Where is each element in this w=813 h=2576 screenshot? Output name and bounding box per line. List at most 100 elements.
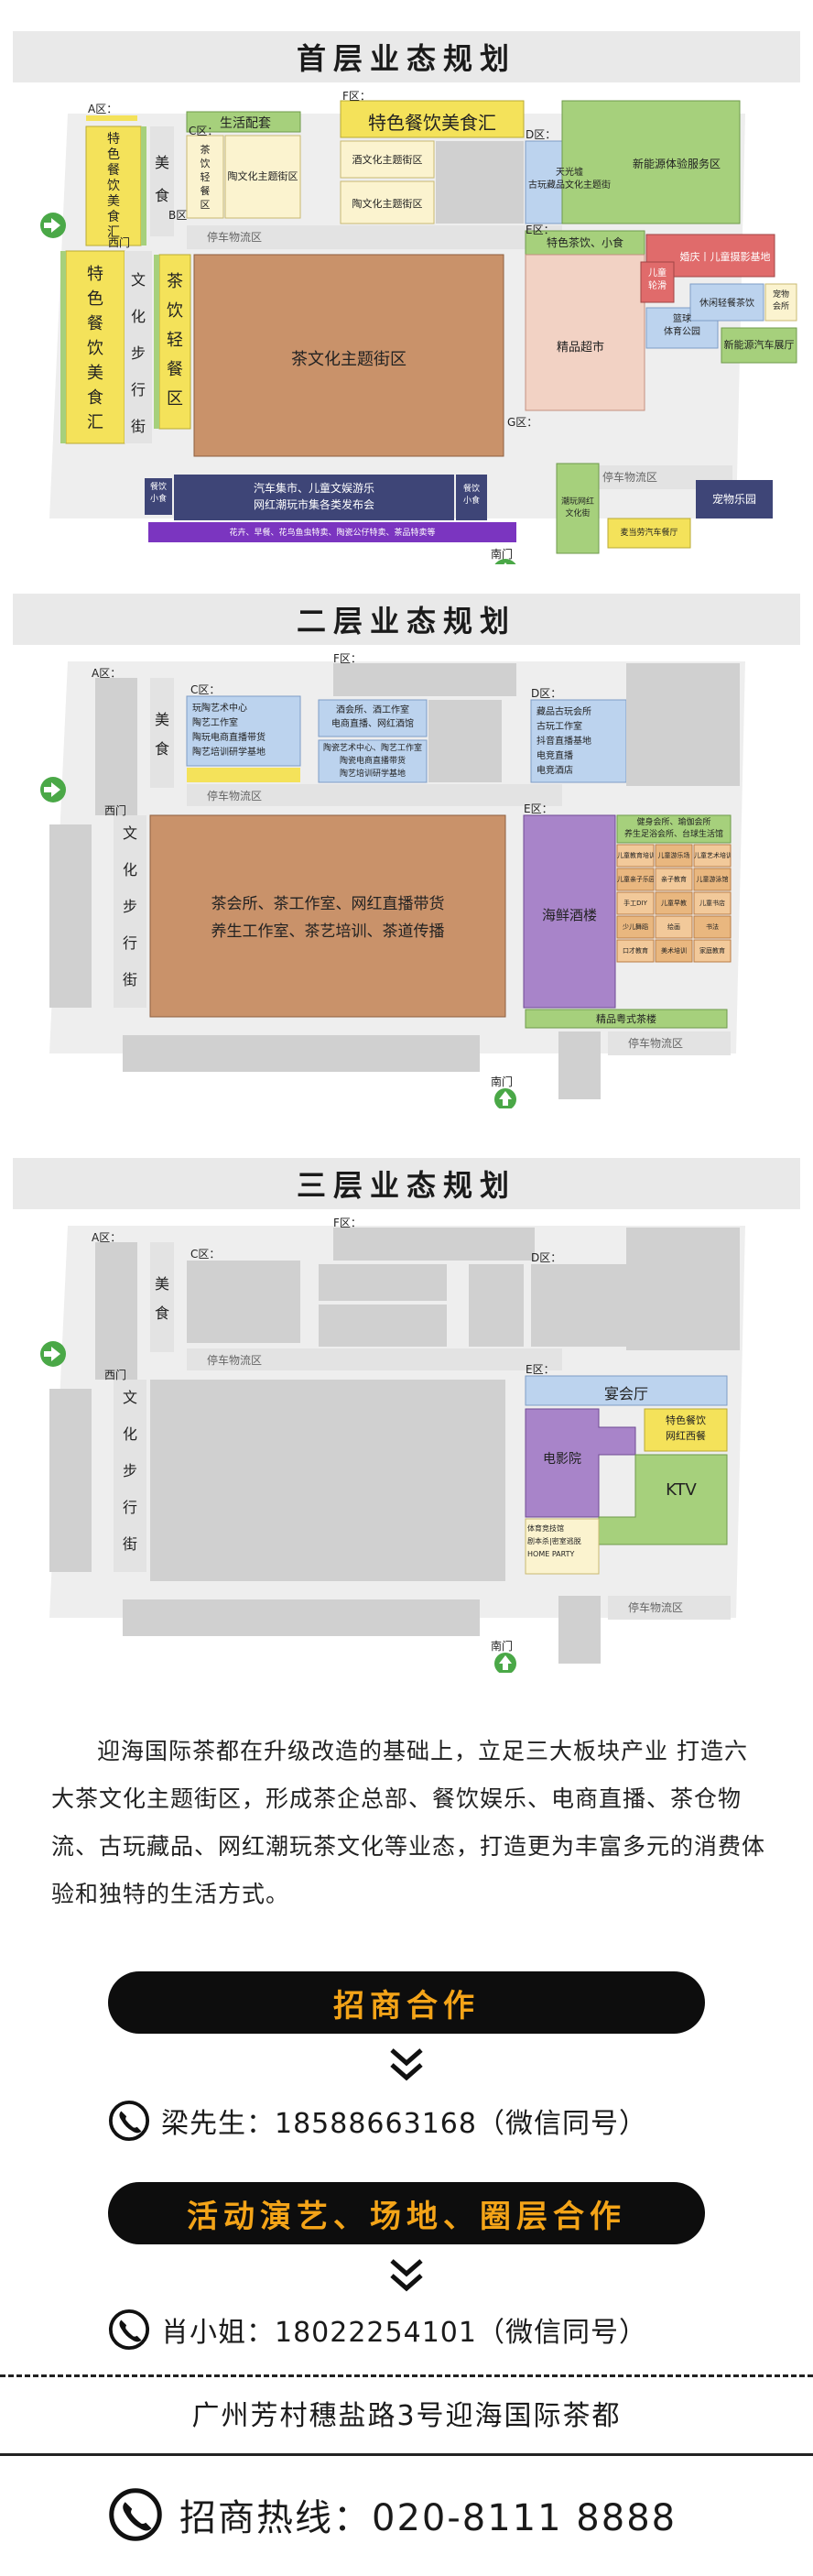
floor2-zone-a: A区：	[92, 667, 122, 680]
contact-1: 梁先生：18588663168（微信同号）	[108, 2098, 647, 2144]
f2c-1: 陶艺工作室	[192, 718, 238, 728]
cha-wenhua-block	[193, 254, 504, 457]
f2c-0: 玩陶艺术中心	[192, 704, 247, 714]
f2j-0: 健身会所、瑜伽会所	[636, 818, 711, 827]
f2-small-cell-label: 儿童书店	[699, 900, 725, 907]
chevron-down-icon	[390, 2048, 423, 2081]
f2fr-2: 陶艺培训研学基地	[339, 770, 406, 779]
f2wh-3: 行	[122, 934, 137, 952]
f3ty-2: HOME PARTY	[527, 1550, 575, 1558]
f2-a-bottom-building	[49, 824, 92, 1008]
wh-1: 化	[130, 308, 146, 325]
acb-4: 美	[87, 364, 103, 383]
wh-0: 文	[130, 271, 146, 289]
f2-parking-north-label: 停车物流区	[207, 790, 263, 802]
ertong-lunhua-block	[640, 261, 675, 303]
cc-0: 茶	[200, 144, 211, 156]
intro-paragraph: 迎海国际茶都在升级改造的基础上，立足三大板块产业 打造六大茶文化主题街区，形成茶…	[51, 1738, 766, 1907]
floor2-west-gate-label: 西门	[104, 804, 127, 817]
f2-small-cell-label: 亲子教育	[661, 876, 687, 883]
f2-small-cell-label: 美术培训	[661, 947, 687, 955]
f3wh-0: 文	[122, 1389, 137, 1406]
f3-g-building	[558, 1596, 601, 1664]
a-green-edge-top	[141, 126, 146, 246]
f2-south-gate-arrow-glyph	[499, 1091, 512, 1106]
cxr-line-2: 小食	[462, 497, 480, 506]
f3-dianying-label: 电影院	[543, 1452, 581, 1467]
a-canyin-bottom-label: 特 色 餐 饮 美 食 汇	[66, 262, 125, 435]
floor3-south-gate-label: 南门	[491, 1640, 514, 1653]
f2-parking-north	[187, 784, 562, 806]
f3-ne-building	[626, 1228, 740, 1350]
floor3-zone-a: A区：	[92, 1231, 122, 1244]
qiche-jishi-label: 汽车集市、儿童文娱游乐 网红潮玩市集各类发布会	[174, 480, 454, 513]
canyin-xiaoshi-left-label: 餐饮 小食	[145, 482, 172, 506]
floor2-zone-f: F区：	[333, 652, 362, 665]
f3-yanhui-label: 宴会厅	[603, 1385, 648, 1403]
f2-a-top-building	[95, 678, 137, 815]
f3tc-0: 特色餐饮	[666, 1414, 706, 1426]
solid-divider	[0, 2453, 813, 2456]
f3-west-gate-arrow-glyph	[44, 1347, 60, 1361]
f3ms-0: 美	[154, 1275, 169, 1293]
f3-a-bottom-building	[49, 1389, 92, 1572]
cc-4: 区	[200, 199, 211, 211]
dashed-divider	[0, 2374, 813, 2377]
f2-small-cell	[616, 891, 655, 915]
tianguang-line-1: 天光墟	[556, 168, 583, 178]
chagui-label: 潮玩网红 文化街	[557, 497, 599, 520]
floor3-west-gate-label: 西门	[104, 1369, 127, 1381]
f-grey-block	[436, 141, 524, 224]
f2-small-cell	[616, 915, 655, 939]
chagui-line-1: 潮玩网红	[560, 497, 594, 507]
f3-parking-east	[608, 1596, 731, 1620]
wh-2: 步	[130, 344, 146, 362]
f2d-4: 电竞酒店	[537, 766, 573, 776]
mcdonald-block	[607, 518, 691, 549]
f3ms-1: 食	[154, 1304, 169, 1322]
jiu-wenhua-block	[340, 140, 435, 179]
f2-jingpin-cha-block	[525, 1009, 728, 1029]
f2-f-grey	[428, 700, 502, 782]
phone-icon	[108, 2100, 150, 2142]
tese-chayin-label: 特色茶饮、小食	[546, 236, 623, 249]
f3-f-building-2	[319, 1304, 447, 1347]
meishi-street	[150, 126, 174, 236]
floor2-south-gate-label: 南门	[491, 1075, 514, 1088]
f2c-2: 陶玩电商直播带货	[192, 733, 266, 743]
floor1-west-gate-label: 西门	[108, 236, 131, 249]
f2c-3: 陶艺培训研学基地	[192, 748, 266, 758]
f2-wenhua-label: 文 化 步 行 街	[114, 815, 146, 999]
jiu-wenhua-label: 酒文化主题街区	[352, 154, 423, 166]
f3wh-3: 行	[122, 1499, 137, 1516]
floor2-map: A区： C区： D区： E区： F区： 玩陶艺术中心 陶艺工作室 陶玩电商直播带…	[13, 650, 800, 1108]
cc-3: 餐	[200, 185, 211, 197]
mcdonald-label: 麦当劳汽车餐厅	[620, 529, 678, 538]
f2-haixian-label: 海鲜酒楼	[541, 907, 597, 923]
floor2-svg	[40, 661, 745, 1108]
f2-west-gate-arrow-glyph	[44, 782, 60, 797]
f2wh-1: 化	[122, 861, 137, 879]
phone-icon-2	[108, 2309, 150, 2351]
wh-3: 行	[130, 381, 146, 398]
hunqing-label: 婚庆丨儿童摄影基地	[679, 251, 771, 263]
floor3-title: 三层业态规划	[13, 1158, 800, 1209]
f2-small-cell-label: 书法	[706, 923, 719, 931]
f2-big-label: 茶会所、茶工作室、网红直播带货 养生工作室、茶艺培训、茶道传播	[150, 890, 505, 945]
a-canyin-bottom-block	[65, 250, 125, 444]
floor1-zone-d: D区：	[526, 128, 557, 141]
floor3-map: A区： C区： D区： E区： F区： 停车物流区 停车物流区 宴会厅 特色餐饮…	[13, 1215, 800, 1673]
f3-meishi-street	[150, 1242, 174, 1352]
floor3-zone-c: C区：	[190, 1248, 221, 1261]
f2-small-cell-label: 儿童游乐场	[657, 852, 690, 859]
f2-jianshen-block	[616, 814, 732, 844]
west-gate-arrow-glyph	[44, 218, 60, 233]
floor3-svg	[40, 1226, 745, 1673]
f2-ne-building	[626, 663, 740, 786]
f2-small-cell-label: 口才教育	[623, 947, 648, 955]
acb-5: 食	[87, 388, 103, 408]
canyin-xiaoshi-right-block	[456, 475, 487, 520]
tese-canyin-label: 特色餐饮美食汇	[368, 112, 496, 134]
f3-a-top-building	[95, 1242, 137, 1380]
b-chayin-label: 茶 饮 轻 餐 区	[159, 267, 190, 414]
